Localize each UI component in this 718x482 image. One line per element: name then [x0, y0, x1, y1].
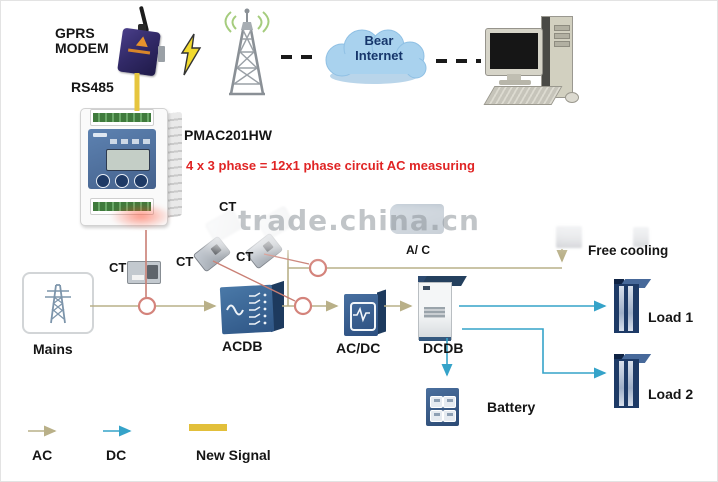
ac-dc-label: AC/DC — [336, 340, 381, 356]
watermark-fog — [545, 208, 675, 246]
battery-cell — [430, 410, 443, 422]
battery-cell — [430, 396, 443, 408]
pc-tower — [541, 16, 573, 98]
battery-label: Battery — [487, 399, 536, 415]
pmac-front-panel — [88, 129, 156, 189]
modem-logo-icon — [135, 35, 150, 48]
gprs-modem-label: GPRS MODEM — [55, 25, 109, 57]
pmac-model-label: PMAC201HW — [184, 127, 272, 143]
acdb-cabinet — [219, 280, 285, 335]
measure-node-ring-1 — [137, 296, 157, 316]
battery-cell — [443, 410, 456, 422]
acdb-label: ACDB — [222, 338, 263, 354]
gprs-modem-device — [117, 5, 165, 77]
measure-node-ring-2 — [293, 296, 313, 316]
internet-cloud — [325, 29, 427, 84]
mains-label: Mains — [33, 341, 73, 357]
legend-dc-label: DC — [106, 447, 127, 463]
radio-waves-icon — [224, 11, 270, 33]
measure-node-ring-3 — [308, 258, 328, 278]
cloud-label: Bear Internet — [355, 33, 403, 63]
legend-ac-label: AC — [32, 447, 53, 463]
measuring-note-label: 4 x 3 phase = 12x1 phase circuit AC meas… — [186, 158, 475, 173]
ct-label-3: CT — [236, 249, 254, 264]
ct-sensor-1 — [127, 261, 161, 284]
rs485-label: RS485 — [71, 79, 114, 95]
dc-line-dcdb-load2 — [462, 328, 607, 379]
legend-new-signal-label: New Signal — [196, 447, 271, 463]
load1-cabinet — [614, 279, 652, 333]
pmac-button — [115, 174, 129, 188]
lightning-bolt-icon — [180, 33, 202, 76]
status-led-glow — [110, 203, 172, 229]
pmac-button — [134, 174, 148, 188]
sine-wave-icon — [350, 302, 376, 331]
monitoring-computer — [483, 14, 583, 106]
battery-bank — [426, 384, 468, 428]
pc-monitor — [485, 28, 543, 76]
pylon-icon — [45, 284, 71, 324]
pmac201hw-device — [78, 103, 184, 230]
pc-mouse — [565, 92, 579, 103]
breaker-glyphs — [226, 292, 267, 325]
ct-label-top: CT — [219, 199, 237, 214]
pmac-button — [96, 174, 110, 188]
dcdb-label: DCDB — [423, 340, 464, 356]
ac-unit-label: A/ C — [406, 243, 430, 257]
ct-label-2: CT — [176, 254, 194, 269]
legend-new-signal-swatch — [189, 424, 227, 431]
mains-supply — [22, 272, 94, 334]
ct-label-1: CT — [109, 260, 127, 275]
watermark-text: trade.china.cn — [238, 204, 480, 237]
battery-cell — [443, 396, 456, 408]
radio-tower-icon — [224, 8, 270, 96]
ac-dc-converter — [344, 289, 386, 336]
load2-label: Load 2 — [648, 386, 694, 402]
load2-cabinet — [614, 354, 652, 408]
dcdb-cabinet — [418, 276, 467, 341]
pmac-lcd-display — [106, 149, 150, 171]
pc-keyboard — [483, 86, 563, 105]
load1-label: Load 1 — [648, 309, 694, 325]
free-cooling-label: Free cooling — [588, 243, 669, 258]
watermark-fog — [195, 197, 483, 253]
